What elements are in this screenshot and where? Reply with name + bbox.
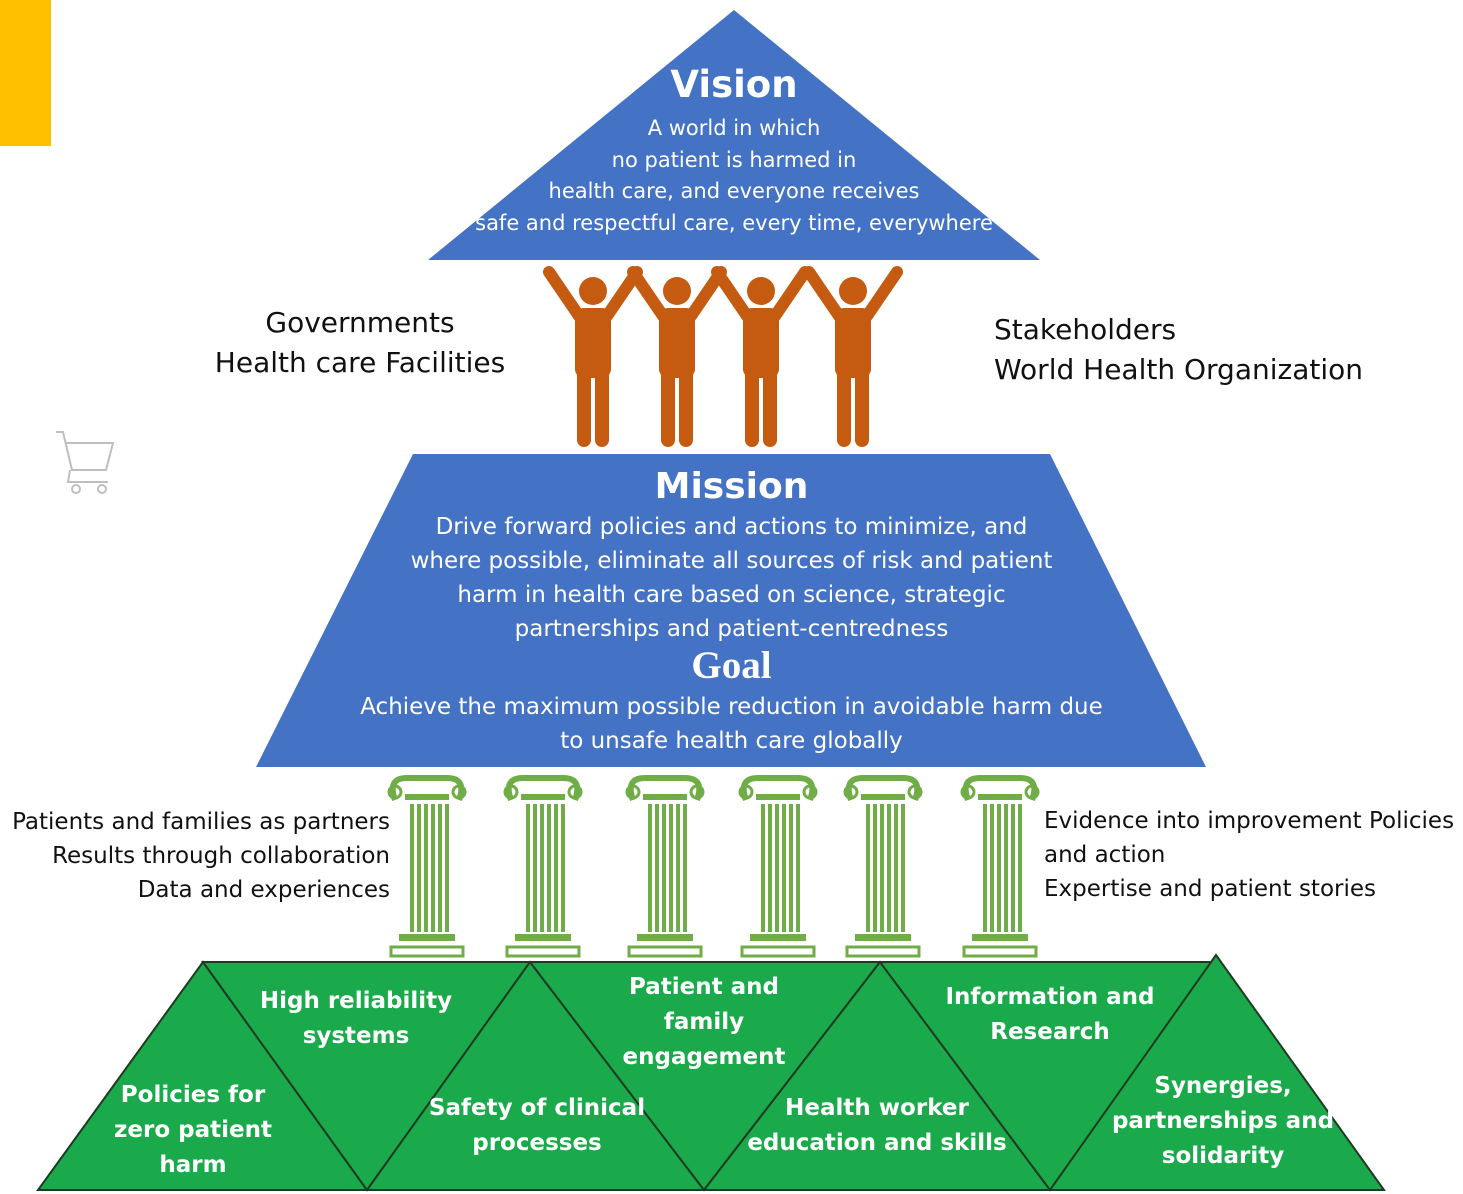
mission-trapezoid <box>256 454 1206 767</box>
actor-label: Governments <box>265 306 455 339</box>
goal-line: to unsafe health care globally <box>560 728 903 754</box>
objective-line: Information and <box>945 984 1155 1010</box>
objective-line: High reliability <box>259 988 453 1014</box>
mission-line: harm in health care based on science, st… <box>457 582 1006 608</box>
pillar-icon <box>843 775 923 958</box>
goal-line: Achieve the maximum possible reduction i… <box>360 694 1103 720</box>
objective-line: Research <box>990 1019 1110 1045</box>
principle-label: and action <box>1044 842 1166 868</box>
mission-line: partnerships and patient-centredness <box>514 616 949 642</box>
objective-line: Patient and <box>629 974 779 1000</box>
mission-title: Mission <box>654 466 809 507</box>
vision-block: Vision A world in which no patient is ha… <box>440 62 1028 239</box>
cart-icon <box>56 431 115 494</box>
pillar-icon <box>387 775 467 958</box>
principles-right: Evidence into improvement Policies and a… <box>1044 804 1459 906</box>
person-figure <box>543 266 643 447</box>
people-icon <box>543 266 903 447</box>
principle-label: Data and experiences <box>137 877 390 903</box>
principle-label: Expertise and patient stories <box>1044 876 1376 902</box>
mission-line: where possible, eliminate all sources of… <box>410 548 1053 574</box>
actors-right: Stakeholders World Health Organization <box>994 310 1414 390</box>
objective-line: processes <box>472 1130 602 1156</box>
objective-line: partnerships and <box>1111 1108 1335 1134</box>
objective-5: Health worker education and skills <box>742 1091 1012 1161</box>
objective-1: Policies for zero patient harm <box>83 1078 303 1183</box>
person-figure <box>803 266 903 447</box>
accent-block <box>0 0 51 146</box>
actor-label: Stakeholders <box>994 313 1177 346</box>
vision-title: Vision <box>670 63 798 106</box>
actors-left: Governments Health care Facilities <box>200 303 520 383</box>
objective-line: harm <box>159 1152 227 1178</box>
objective-triangle-7 <box>1048 953 1386 1191</box>
mission-block: Mission Drive forward policies and actio… <box>300 464 1163 758</box>
objective-line: engagement <box>622 1044 786 1070</box>
vision-triangle <box>428 10 1040 260</box>
person-figure <box>711 266 811 447</box>
objective-line: Health worker <box>785 1095 969 1121</box>
objective-7: Synergies, partnerships and solidarity <box>1103 1069 1343 1174</box>
objective-2: High reliability systems <box>236 984 476 1054</box>
vision-line: safe and respectful care, every time, ev… <box>475 210 993 235</box>
principle-label: Results through collaboration <box>52 843 390 869</box>
objective-line: family <box>663 1009 745 1035</box>
vision-line: no patient is harmed in <box>611 147 857 172</box>
objective-line: zero patient <box>114 1117 272 1143</box>
pillar-icon <box>738 775 818 958</box>
pillar-icon <box>960 775 1040 958</box>
goal-title: Goal <box>691 644 772 687</box>
principle-label: Evidence into improvement Policies <box>1044 808 1455 834</box>
pillars-row <box>387 775 1040 958</box>
objective-line: solidarity <box>1161 1143 1285 1169</box>
objective-line: Synergies, <box>1154 1073 1292 1099</box>
objective-4: Patient and family engagement <box>594 970 814 1075</box>
objective-line: Safety of clinical <box>428 1095 646 1121</box>
person-figure <box>627 266 727 447</box>
principle-label: Patients and families as partners <box>12 809 390 835</box>
objective-3: Safety of clinical processes <box>417 1091 657 1161</box>
objectives-base <box>36 953 1386 1192</box>
mission-line: Drive forward policies and actions to mi… <box>435 514 1028 540</box>
principles-left: Patients and families as partners Result… <box>10 805 390 907</box>
objective-line: Policies for <box>120 1082 266 1108</box>
objective-6: Information and Research <box>930 980 1170 1050</box>
actor-label: Health care Facilities <box>214 346 506 379</box>
vision-line: health care, and everyone receives <box>548 179 920 203</box>
actor-label: World Health Organization <box>994 353 1363 386</box>
vision-line: A world in which <box>647 116 821 140</box>
objective-line: education and skills <box>747 1130 1007 1156</box>
pillar-icon <box>625 775 705 958</box>
objective-line: systems <box>302 1023 410 1049</box>
pillar-icon <box>503 775 583 958</box>
